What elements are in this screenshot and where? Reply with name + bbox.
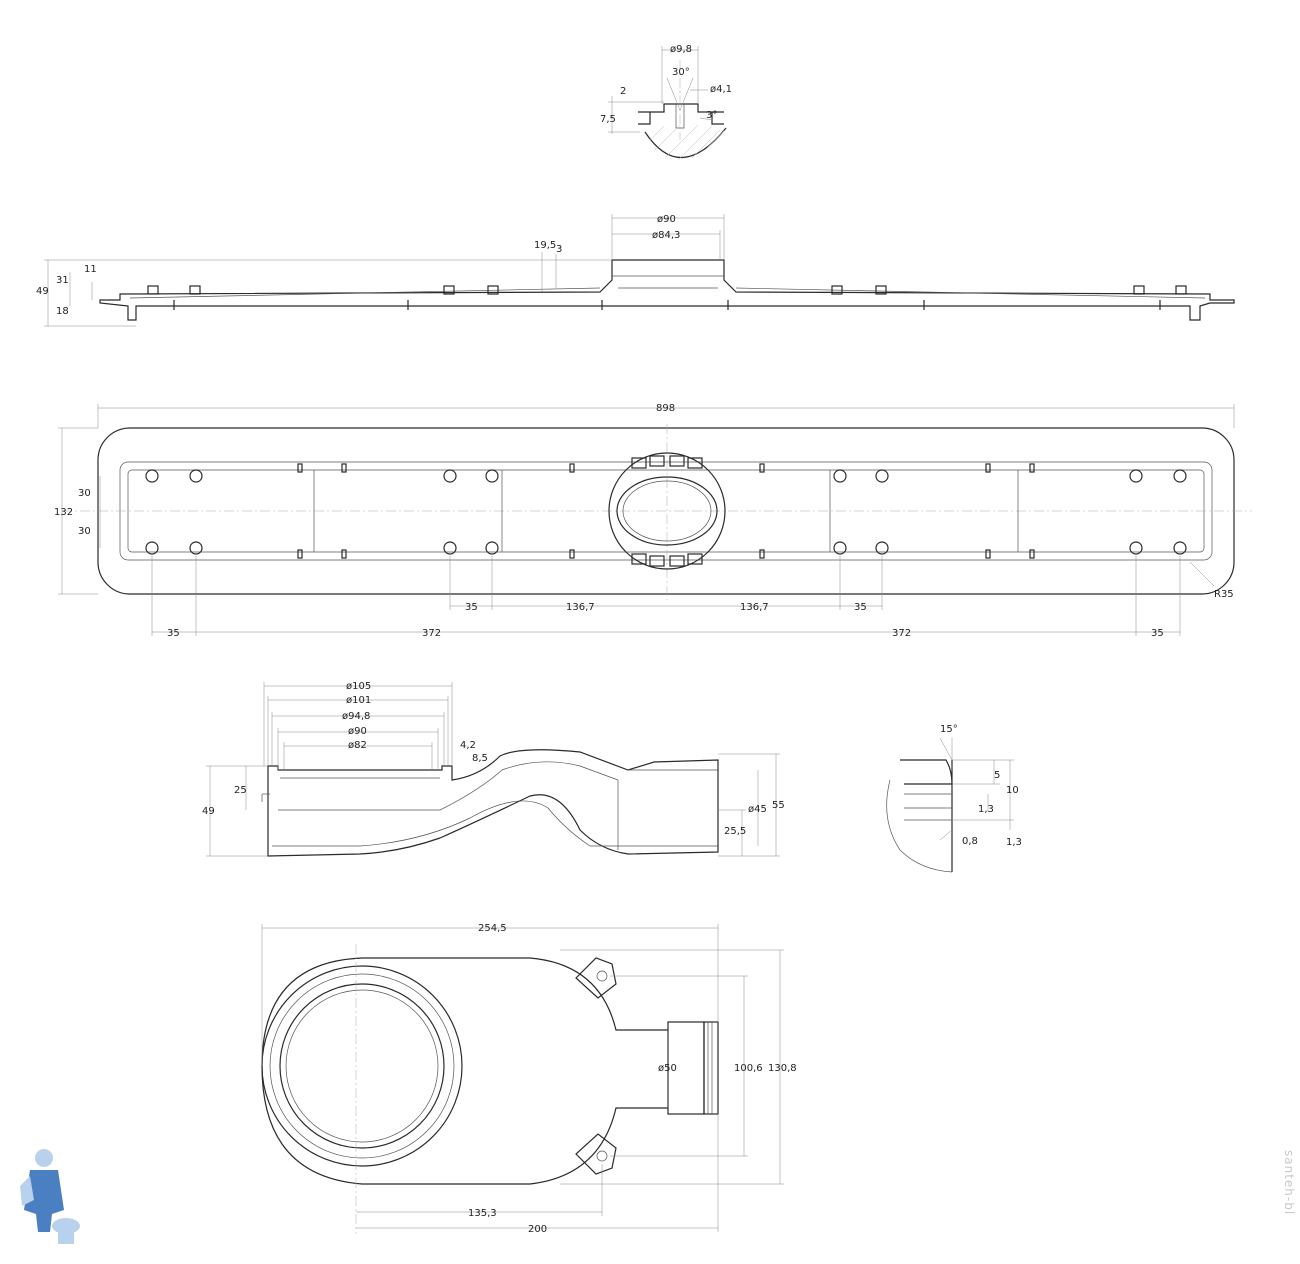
label-254-5: 254,5 [478,923,507,934]
label-0-8: 0,8 [962,836,978,847]
label-35-outer-right: 35 [1151,628,1164,639]
label-7-5: 7,5 [600,114,616,125]
section-view-labels: ø105 ø101 ø94,8 ø90 ø82 4,2 8,5 25 49 ø4… [202,681,785,837]
bottom-view-labels: 254,5 ø50 100,6 130,8 135,3 200 [468,923,797,1235]
label-dia-84-3: ø84,3 [652,230,680,241]
label-3: 3 [556,244,562,255]
watermark-text: santeh-bl [1282,1150,1296,1216]
label-dia-50: ø50 [658,1063,677,1074]
label-1-3-top: 1,3 [978,804,994,815]
label-35-outer-left: 35 [167,628,180,639]
label-30-top: 30 [78,488,91,499]
label-dia-105: ø105 [346,681,371,692]
label-dia-90: ø90 [657,214,676,225]
label-dia-101: ø101 [346,695,371,706]
side-view-labels: ø90 ø84,3 19,5 3 11 31 49 18 [36,214,680,317]
label-132: 132 [54,507,73,518]
detail-groove [886,737,1014,873]
label-55: 55 [772,800,785,811]
label-10: 10 [1006,785,1019,796]
label-31: 31 [56,275,69,286]
label-136-7-left: 136,7 [566,602,595,613]
plan-view [58,404,1252,636]
label-r35: R35 [1214,589,1234,600]
label-dia-45: ø45 [748,804,767,815]
label-19-5: 19,5 [534,240,556,251]
label-5: 5 [994,770,1000,781]
label-angle-15: 15° [940,724,958,735]
side-view [44,214,1235,327]
label-25-5: 25,5 [724,826,746,837]
label-11: 11 [84,264,97,275]
label-898: 898 [656,403,675,414]
label-30-bottom: 30 [78,526,91,537]
label-dia-94-8: ø94,8 [342,711,370,722]
bottom-view [261,924,784,1234]
plan-view-labels: 898 132 30 30 R35 35 136,7 136,7 35 35 3… [54,403,1234,639]
label-100-6: 100,6 [734,1063,763,1074]
label-49-section: 49 [202,806,215,817]
section-view [206,682,780,857]
label-135-3: 135,3 [468,1208,497,1219]
label-dia-82: ø82 [348,740,367,751]
detail-boss-section [608,46,727,161]
label-372-right: 372 [892,628,911,639]
detail-boss-labels: ø9,8 30° ø4,1 2 7,5 3° [600,44,732,125]
label-dia-9-8: ø9,8 [670,44,692,55]
label-1-3-bottom: 1,3 [1006,837,1022,848]
label-130-8: 130,8 [768,1063,797,1074]
label-4-2: 4,2 [460,740,476,751]
plumber-mascot-logo [20,1149,80,1244]
label-25: 25 [234,785,247,796]
label-200: 200 [528,1224,547,1235]
label-136-7-right: 136,7 [740,602,769,613]
label-35-inner-left: 35 [465,602,478,613]
label-18: 18 [56,306,69,317]
label-2: 2 [620,86,626,97]
label-angle-3: 3° [706,110,717,121]
label-49: 49 [36,286,49,297]
label-angle-30: 30° [672,67,690,78]
detail-groove-labels: 15° 5 10 1,3 0,8 1,3 [940,724,1022,848]
label-dia-4-1: ø4,1 [710,84,732,95]
label-372-left: 372 [422,628,441,639]
label-35-inner-right: 35 [854,602,867,613]
label-dia-90-section: ø90 [348,726,367,737]
label-8-5: 8,5 [472,753,488,764]
